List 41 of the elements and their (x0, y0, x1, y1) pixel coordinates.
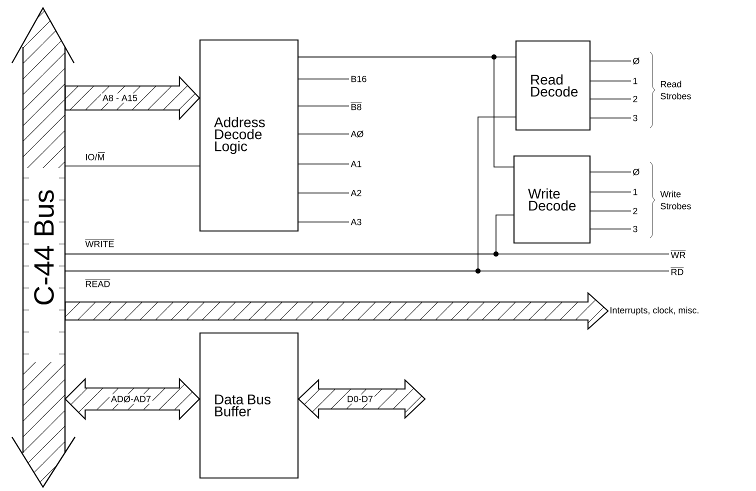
signal-line (64, 214, 514, 254)
bus-arrow (64, 76, 200, 120)
signal-line (590, 210, 632, 212)
block-box: Read Decode (515, 40, 591, 131)
signal-name: AØ (350, 130, 364, 138)
signal-name: RD (670, 267, 684, 276)
signal-name: A1 (350, 160, 362, 168)
signal-text: Interrupts, clock, misc. (610, 306, 698, 316)
block-box: Address Decode Logic (199, 39, 299, 232)
group-label: Read Strobes (660, 80, 691, 100)
edge-label: READ (85, 279, 110, 288)
signal-name: 1 (633, 188, 638, 196)
signal-line (298, 78, 350, 80)
signal-name: 2 (633, 208, 638, 214)
signal-name: B16 (351, 76, 366, 82)
signal-name: 3 (633, 114, 638, 122)
signal-name: WR (670, 250, 686, 258)
signal-line (590, 80, 632, 82)
edge-label: A8 - A15 (101, 93, 139, 103)
signal-name: Ø (633, 168, 640, 176)
signal-name: A3 (350, 218, 362, 226)
group-label: Write Strobes (660, 190, 691, 210)
signal-name: A2 (350, 190, 362, 196)
signal-name: 2 (633, 96, 638, 102)
signal-name: 1 (633, 78, 638, 84)
bus-arrow (64, 292, 609, 330)
signal-line (298, 192, 350, 194)
signal-line (590, 60, 632, 62)
block-box: Write Decode (513, 155, 591, 244)
signal-name: B8 (350, 102, 362, 110)
signal-line (590, 228, 632, 230)
block-box: Data Bus Buffer (199, 332, 299, 479)
signal-line (298, 56, 514, 168)
edge-label: IO/M (86, 152, 106, 160)
signal-line (590, 98, 632, 100)
edge-label: D0-D7 (346, 394, 374, 404)
signal-name: Ø (633, 58, 640, 64)
edge-label: ADØ-AD7 (110, 394, 152, 404)
signal-line (64, 116, 516, 272)
edge-label: WRITE (85, 239, 114, 248)
signal-name: 3 (633, 226, 638, 232)
